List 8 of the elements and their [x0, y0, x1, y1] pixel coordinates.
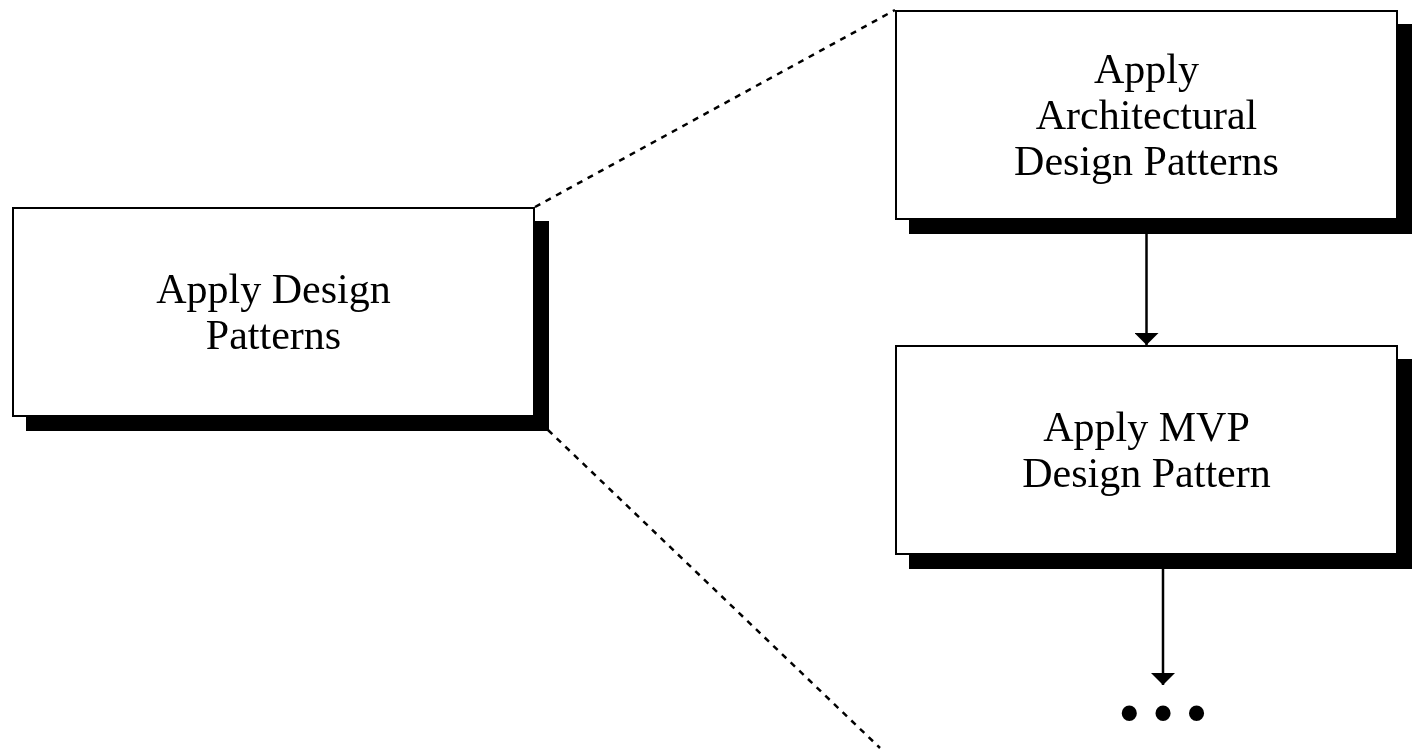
- dashed-line: [534, 8, 896, 209]
- box-label: Apply MVP Design Pattern: [1021, 403, 1272, 497]
- dashed-line: [547, 429, 881, 749]
- box-label: Apply Design Patterns: [155, 265, 392, 359]
- ellipsis-text: • • •: [1118, 685, 1208, 741]
- arrow: [1134, 234, 1159, 345]
- arrow: [1151, 569, 1175, 685]
- box-label: Apply Architectural Design Patterns: [1013, 45, 1280, 185]
